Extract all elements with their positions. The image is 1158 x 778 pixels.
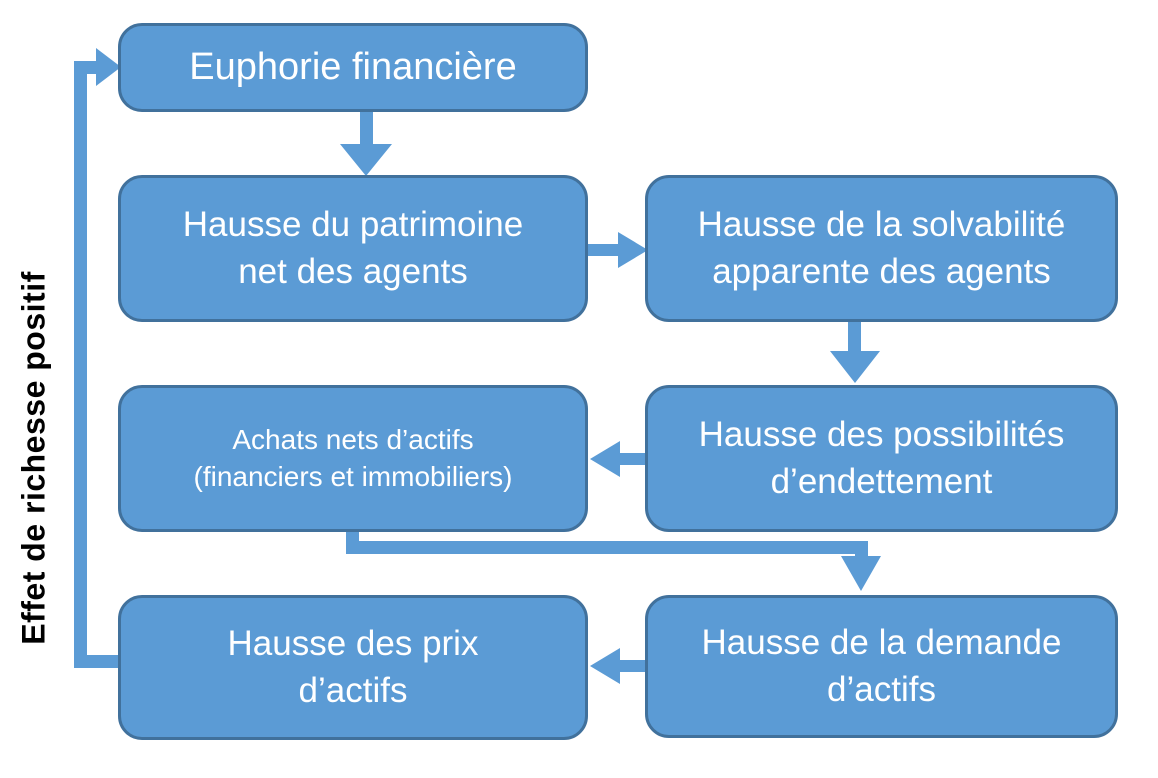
node-hausse-demande-actifs: Hausse de la demande d’actifs [645,595,1118,738]
feedback-loop-side-label: Effet de richesse positif [15,271,52,645]
node-hausse-patrimoine: Hausse du patrimoine net des agents [118,175,588,322]
node-euphorie-financiere: Euphorie financière [118,23,588,112]
arrow-endettement-to-achats-icon [590,441,647,477]
arrow-prix-to-euphorie-feedback-icon [74,48,121,668]
arrow-achats-to-demande-icon [346,528,881,591]
arrow-patrimoine-to-solvabilite-icon [586,232,648,268]
node-hausse-patrimoine-label: Hausse du patrimoine net des agents [182,205,524,291]
node-achats-nets-actifs: Achats nets d’actifs (financiers et immo… [118,385,588,532]
node-hausse-solvabilite-label: Hausse de la solvabilité apparente des a… [697,205,1066,291]
node-achats-nets-actifs-label: Achats nets d’actifs (financiers et immo… [193,423,513,492]
node-hausse-possibilites-endettement: Hausse des possibilités d’endettement [645,385,1118,532]
node-hausse-solvabilite: Hausse de la solvabilité apparente des a… [645,175,1118,322]
node-hausse-prix-actifs: Hausse des prix d’actifs [118,595,588,740]
arrow-euphorie-to-patrimoine-icon [340,110,392,176]
node-hausse-demande-actifs-label: Hausse de la demande d’actifs [701,623,1062,709]
node-hausse-possibilites-endettement-label: Hausse des possibilités d’endettement [698,415,1065,501]
node-hausse-prix-actifs-label: Hausse des prix d’actifs [227,624,479,710]
arrow-demande-to-prix-icon [590,648,647,684]
node-euphorie-financiere-label: Euphorie financière [189,46,517,89]
arrow-solvabilite-to-endettement-icon [830,320,880,383]
